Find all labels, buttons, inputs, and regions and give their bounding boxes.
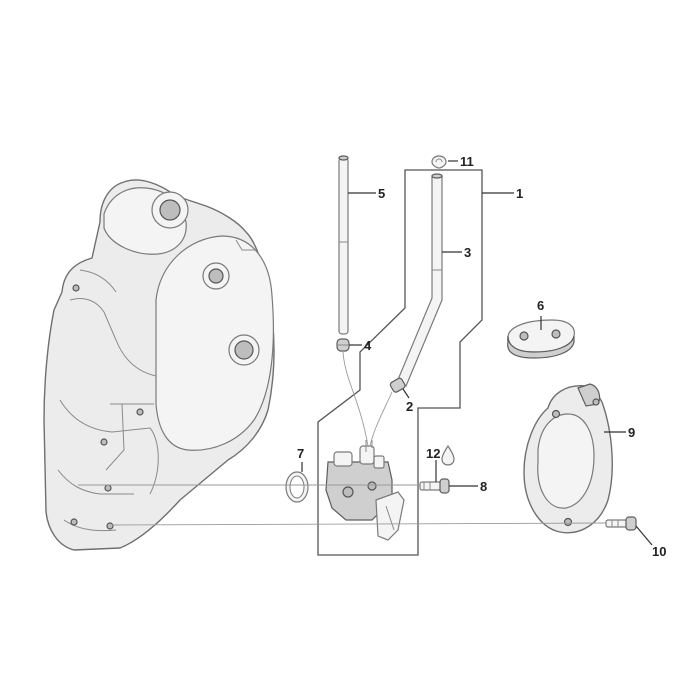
oil-pump-body (325, 440, 405, 541)
drop-part-12 (441, 444, 455, 466)
connector-part-2 (389, 377, 406, 393)
plate-part-6 (507, 319, 575, 359)
callout-4: 4 (364, 338, 372, 353)
o-ring-part-7 (285, 471, 309, 503)
cover-part-9 (523, 383, 613, 534)
callout-2: 2 (406, 399, 413, 414)
bolt-part-10 (605, 516, 637, 531)
tube-part-5 (338, 155, 349, 335)
callout-6: 6 (537, 298, 544, 313)
callout-9: 9 (628, 425, 635, 440)
alignment-line-lower (111, 522, 607, 526)
callout-11: 11 (460, 154, 474, 169)
callout-5: 5 (378, 186, 385, 201)
callout-12: 12 (426, 446, 440, 461)
pipe-part-3 (396, 173, 443, 387)
callout-10: 10 (652, 544, 666, 559)
hose-line-right (369, 391, 393, 447)
hose-line-left (342, 351, 369, 447)
screw-part-8 (419, 478, 450, 494)
callout-1: 1 (516, 186, 523, 201)
callout-8: 8 (480, 479, 487, 494)
callout-3: 3 (464, 245, 471, 260)
assembly-outline (317, 169, 483, 556)
clip-part-11 (431, 155, 447, 169)
engine-side-cover (43, 179, 275, 551)
callout-7: 7 (297, 446, 304, 461)
fitting-part-4 (336, 338, 350, 352)
leader-lines (301, 160, 653, 546)
